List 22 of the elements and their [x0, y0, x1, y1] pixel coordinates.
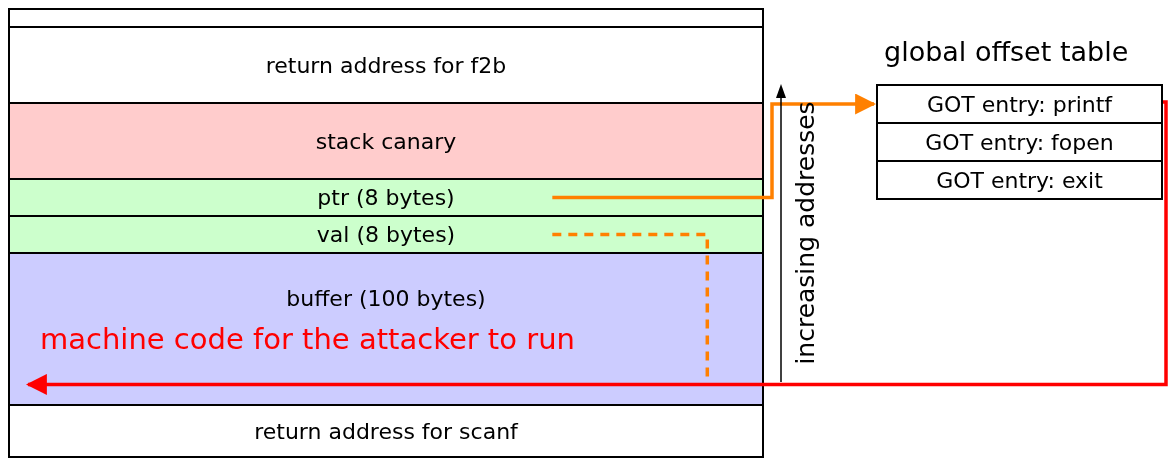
table-row: [876, 122, 1163, 162]
stack-slot: [8, 26, 764, 104]
stack-slot: [8, 102, 764, 180]
arrow: [552, 93, 877, 200]
slot-label: return address for scanf: [254, 418, 518, 444]
stack-slot: [8, 178, 764, 217]
slot-label: val (8 bytes): [316, 222, 456, 247]
arrow: [25, 100, 1168, 395]
memory-slot: [8, 8, 764, 28]
stack-slot: [8, 215, 764, 254]
table-title: global offset table: [884, 36, 1129, 67]
slot-label: GOT entry: printf: [926, 91, 1113, 117]
stack-slot: [8, 404, 764, 458]
slot-label: GOT entry: fopen: [925, 129, 1114, 155]
axis-label: increasing addresses: [790, 101, 820, 365]
table-row: [876, 84, 1163, 124]
slot-label: stack canary: [315, 128, 457, 154]
slot-label: return address for f2b: [265, 52, 507, 78]
slot-label: ptr (8 bytes): [317, 185, 455, 210]
slot-label: GOT entry: exit: [936, 167, 1103, 193]
slot-label: buffer (100 bytes): [286, 286, 486, 311]
table-row: [876, 160, 1163, 200]
